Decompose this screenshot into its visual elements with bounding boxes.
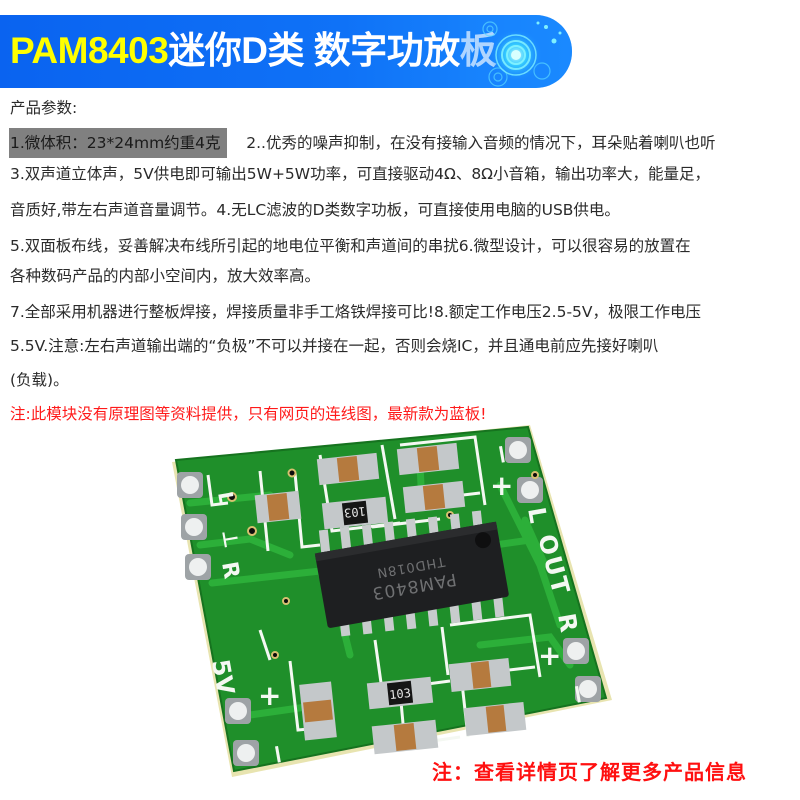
smd-resistor-top: 103: [321, 496, 389, 530]
schematic-note: 注:此模块没有原理图等资料提供，只有网页的连线图，最新款为蓝板!: [10, 405, 487, 423]
svg-text:−: −: [485, 441, 518, 468]
svg-text:+: +: [258, 679, 281, 712]
banner-title-rest: 迷你D类 数字功放板: [168, 30, 497, 71]
details-page-note: 注：查看详情页了解更多产品信息: [432, 760, 747, 784]
svg-text:+: +: [538, 639, 561, 672]
svg-text:+: +: [490, 469, 513, 502]
specs-heading: 产品参数:: [10, 99, 78, 117]
svg-text:⊥: ⊥: [217, 528, 244, 550]
svg-text:103: 103: [343, 504, 366, 520]
banner-title: PAM8403迷你D类 数字功放板: [10, 27, 497, 75]
spec-line-6: 7.全部采用机器进行整板焊接，焊接质量非手工烙铁焊接可比!8.额定工作电压2.5…: [10, 303, 702, 321]
pcb-product-photo: 103 103: [150, 415, 630, 795]
svg-text:103: 103: [389, 686, 412, 702]
svg-text:5V: 5V: [206, 657, 240, 697]
pam8403-chip: PAM8403 THD018N: [314, 521, 509, 628]
gear-circle-icon: [460, 15, 572, 88]
smd-capacitors: [254, 442, 527, 755]
spec-line-5: 各种数码产品的内部小空间内，放大效率高。: [10, 267, 321, 285]
title-banner: PAM8403迷你D类 数字功放板: [0, 15, 572, 88]
output-pads: [505, 437, 601, 702]
silkscreen-labels: L ⊥ R 5V + − − + L OUT R + −: [206, 441, 594, 768]
spec-line-2: 3.双声道立体声，5V供电即可输出5W+5W功率，可直接驱动4Ω、8Ω小音箱，输…: [10, 165, 711, 183]
banner-title-model: PAM8403: [10, 30, 169, 71]
smd-resistor-bottom: 103: [366, 676, 434, 710]
spec-line-8: (负载)。: [10, 371, 69, 389]
spec-line-1-text: 2..优秀的噪声抑制，在没有接输入音频的情况下，耳朵贴着喇叭也听: [226, 134, 716, 152]
spec-highlight-size-weight: 1.微体积：23*24mm约重4克: [9, 128, 227, 158]
svg-text:−: −: [561, 681, 594, 708]
spec-line-3: 音质好,带左右声道音量调节。4.无LC滤波的D类数字功板，可直接使用电脑的USB…: [10, 201, 620, 219]
svg-text:L: L: [213, 490, 239, 507]
svg-text:R: R: [216, 560, 244, 581]
pcb-board-image: 103 103: [172, 425, 612, 777]
spec-line-4: 5.双面板布线，妥善解决布线所引起的地电位平衡和声道间的串扰6.微型设计，可以很…: [10, 237, 691, 255]
input-pads: [177, 472, 259, 766]
svg-text:L: L: [522, 505, 552, 525]
spec-line-7: 5.5V.注意:左右声道输出端的“负极”不可以并接在一起，否则会烧IC，并且通电…: [10, 337, 659, 355]
svg-text:−: −: [261, 741, 294, 768]
spec-line-1: 1.微体积：23*24mm约重4克 2..优秀的噪声抑制，在没有接输入音频的情况…: [9, 128, 716, 158]
svg-text:R: R: [552, 611, 583, 634]
